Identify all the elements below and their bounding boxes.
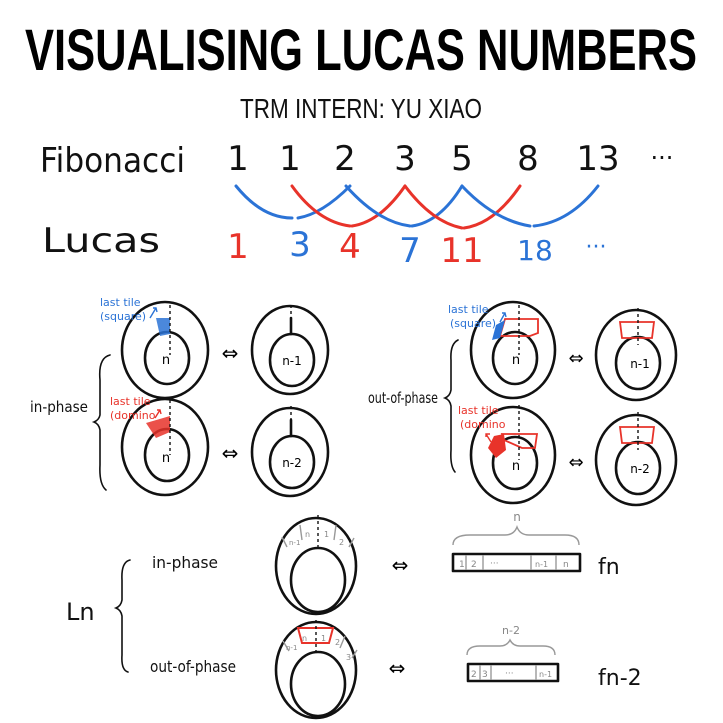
ring-label: n-2 xyxy=(630,462,650,476)
arrow-icon xyxy=(149,307,158,319)
fn-label: fn xyxy=(598,555,620,580)
ring-label: n xyxy=(512,459,520,474)
strip-cell: ··· xyxy=(505,669,514,679)
blue-curve xyxy=(410,184,464,228)
red-curve xyxy=(403,184,464,230)
arrow-icon xyxy=(499,312,507,323)
blue-curve xyxy=(532,184,600,228)
fib-ellipsis: ··· xyxy=(651,144,674,172)
last-tile-square-label: (square) xyxy=(100,310,146,323)
equiv-icon: ⇔ xyxy=(222,341,239,365)
lucas-number: 3 xyxy=(289,225,311,265)
strip-cell: 2 xyxy=(471,560,477,570)
last-tile-square-label: last tile xyxy=(100,296,141,309)
fib-number: 3 xyxy=(394,139,416,179)
out-of-phase-section: out-of-phase n last tile (square) ⇔ n-1 … xyxy=(368,300,678,507)
last-tile-domino-label: last tile xyxy=(458,404,499,417)
blue-curve xyxy=(296,184,352,220)
last-tile-square-label: last tile xyxy=(448,303,489,316)
domino-tile xyxy=(146,416,170,438)
strip-cell: 2 xyxy=(471,670,477,680)
ln-label: Ln xyxy=(66,598,95,626)
brace-label: n-2 xyxy=(502,624,520,637)
in-phase-label: in-phase xyxy=(30,398,88,416)
tile-label: n-1 xyxy=(289,539,300,547)
tile-label: 2 xyxy=(335,638,340,647)
lucas-label: Lucas xyxy=(42,221,160,261)
lucas-ellipsis: ··· xyxy=(586,235,607,260)
fn-2-label: fn-2 xyxy=(598,666,642,691)
tile-label: n-1 xyxy=(286,644,297,652)
ring-label: n-2 xyxy=(282,456,302,470)
square-tile xyxy=(156,318,170,336)
strip-cell: 3 xyxy=(482,670,488,680)
blue-curve xyxy=(344,184,412,228)
equiv-icon: ⇔ xyxy=(568,348,583,369)
blue-curve xyxy=(460,184,532,228)
domino-tile xyxy=(488,434,506,458)
lucas-number: 4 xyxy=(339,227,361,267)
strip-cell: ··· xyxy=(490,559,499,569)
equiv-icon: ⇔ xyxy=(568,452,583,473)
ring-label: n-1 xyxy=(630,357,650,371)
in-phase-section: in-phase n last tile (square) ⇔ n-1 n la… xyxy=(30,296,330,498)
last-tile-domino-label: (domino xyxy=(110,409,156,422)
arrow-icon xyxy=(485,433,492,443)
equiv-icon: ⇔ xyxy=(392,553,409,577)
fib-number: 8 xyxy=(517,139,539,179)
strip-cell: n-1 xyxy=(535,560,548,569)
ring-label: n xyxy=(162,353,170,368)
red-curve xyxy=(290,184,352,228)
last-tile-domino-label: last tile xyxy=(110,395,151,408)
tile-label: n xyxy=(302,634,307,643)
last-tile-domino-label: (domino xyxy=(460,418,506,431)
strip-cell: 1 xyxy=(459,560,465,570)
fibonacci-label: Fibonacci xyxy=(40,141,185,181)
lucas-bijection-section: Ln in-phase out-of-phase n-1 n 1 2 ⇔ 1 2… xyxy=(66,510,642,720)
red-curve xyxy=(350,184,407,228)
tile-label: n xyxy=(305,530,310,539)
lucas-number: 1 xyxy=(227,227,249,267)
tile-label: 1 xyxy=(324,530,329,539)
square-tile xyxy=(492,320,505,340)
page-subtitle: TRM INTERN: YU XIAO xyxy=(240,93,482,124)
fib-number: 1 xyxy=(227,139,249,179)
lucas-number: 18 xyxy=(517,234,553,267)
ring-label: n xyxy=(162,451,170,466)
fib-number: 2 xyxy=(334,139,356,179)
fib-number: 5 xyxy=(451,139,473,179)
arrow-icon xyxy=(154,409,162,419)
equiv-icon: ⇔ xyxy=(222,441,239,465)
equiv-icon: ⇔ xyxy=(389,656,406,680)
blue-curve xyxy=(234,184,294,220)
tile-label: 3 xyxy=(346,653,351,662)
red-curve xyxy=(462,184,522,230)
brace xyxy=(91,354,111,491)
brace xyxy=(442,339,459,473)
fib-number: 1 xyxy=(279,139,301,179)
strip-cell: n xyxy=(563,560,569,570)
out-of-phase-label: out-of-phase xyxy=(150,657,236,676)
brace-label: n xyxy=(513,510,521,524)
fib-number: 13 xyxy=(576,139,619,179)
out-of-phase-label: out-of-phase xyxy=(368,389,438,407)
in-phase-label: in-phase xyxy=(152,553,218,572)
ring-label: n xyxy=(512,353,520,368)
strip-cell: n-1 xyxy=(539,670,552,679)
sum-curves xyxy=(234,184,600,230)
tile-label: 2 xyxy=(339,538,344,547)
brace xyxy=(113,559,131,673)
last-tile-square-label: (square) xyxy=(450,317,496,330)
lucas-number: 7 xyxy=(399,231,421,271)
tile-label: 1 xyxy=(321,634,326,643)
page-title: VISUALISING LUCAS NUMBERS xyxy=(25,18,697,83)
lucas-number: 11 xyxy=(440,231,483,271)
ring-label: n-1 xyxy=(282,354,302,368)
